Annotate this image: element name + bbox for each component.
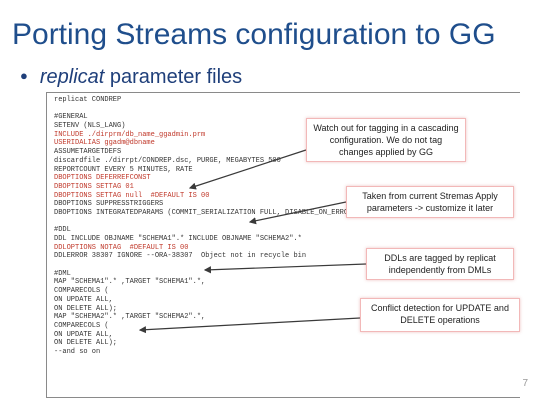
code-line: DDLERROR 38307 IGNORE --ORA-38307 Object…: [54, 252, 307, 261]
code-line: DBOPTIONS SETTAG 01: [54, 182, 134, 191]
code-line: MAP "SCHEMA2".* ,TARGET "SCHEMA2".*,: [54, 313, 206, 322]
code-line: COMPARECOLS (: [54, 287, 109, 296]
code-line: DDLOPTIONS NOTAG #DEFAULT IS 00: [54, 243, 189, 252]
code-line: ASSUMETARGETDEFS: [54, 148, 122, 157]
code-line: #DDL: [54, 226, 71, 235]
code-line: DBOPTIONS SUPPRESSTRIGGERS: [54, 200, 164, 209]
code-line: ON DELETE ALL);: [54, 304, 118, 313]
code-line: replicat CONDREP: [54, 96, 122, 104]
bullet-item: ● replicat parameter files: [20, 66, 242, 89]
code-line: #DML: [54, 269, 71, 278]
slide-title: Porting Streams configuration to GG: [12, 18, 496, 51]
code-line: #GENERAL: [54, 113, 88, 122]
callout-conflict: Conflict detection for UPDATE and DELETE…: [360, 298, 520, 332]
code-line: SETENV (NLS_LANG): [54, 122, 126, 131]
code-line: ON DELETE ALL);: [54, 339, 118, 348]
code-line: DBOPTIONS SETTAG null #DEFAULT IS 00: [54, 191, 210, 200]
page-number: 7: [522, 378, 528, 389]
bullet-text: parameter files: [104, 66, 243, 88]
code-line: ON UPDATE ALL,: [54, 295, 113, 304]
code-line: INCLUDE ./dirprm/db_name_ggadmin.prm: [54, 130, 206, 139]
bullet-italic-text: replicat: [39, 66, 105, 88]
callout-streams-apply: Taken from current Stremas Apply paramet…: [346, 186, 514, 218]
code-line: REPORTCOUNT EVERY 5 MINUTES, RATE: [54, 165, 193, 174]
code-line: [54, 105, 424, 114]
code-line: USERIDALIAS ggadm@dbname: [54, 139, 155, 148]
code-line: DDL INCLUDE OBJNAME "SCHEMA1".* INCLUDE …: [54, 235, 302, 243]
code-line: DBOPTIONS DEFERREFCONST: [54, 174, 151, 183]
bullet-dot-icon: ●: [20, 68, 28, 83]
code-line: --and so on: [54, 347, 101, 356]
code-line: COMPARECOLS (: [54, 321, 109, 330]
callout-ddl-tag: DDLs are tagged by replicat independentl…: [366, 248, 514, 280]
callout-tagging: Watch out for tagging in a cascading con…: [306, 118, 466, 162]
code-line: ON UPDATE ALL,: [54, 330, 113, 339]
code-line: MAP "SCHEMA1".* ,TARGET "SCHEMA1".*,: [54, 278, 206, 287]
code-line: [54, 218, 424, 227]
